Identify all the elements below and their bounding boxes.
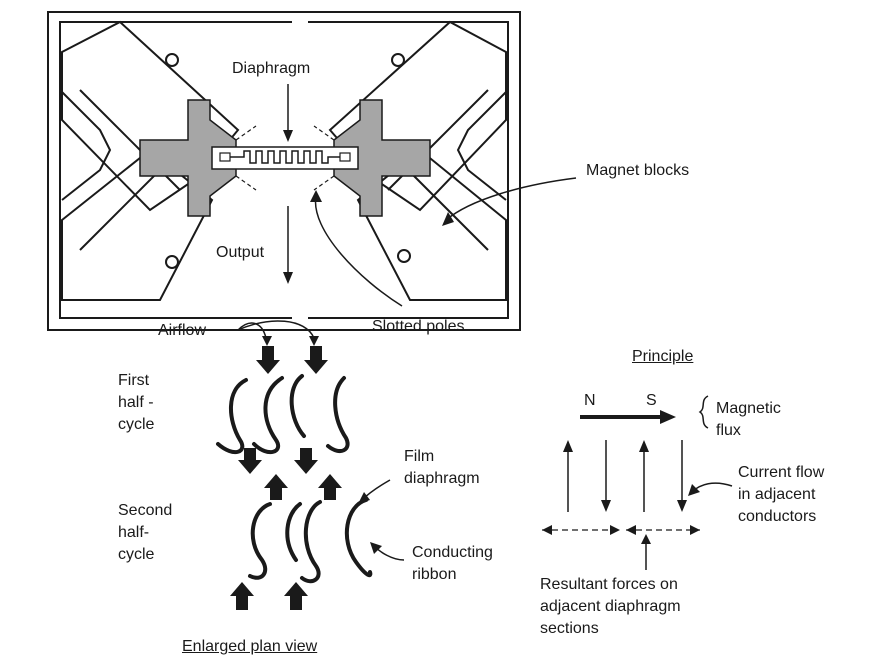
resultant-forces-line-1: Resultant forces on bbox=[540, 576, 678, 593]
conducting-ribbon-line-1: Conducting bbox=[412, 544, 493, 561]
resultant-forces-line-3: sections bbox=[540, 620, 599, 637]
label-airflow: Airflow bbox=[158, 322, 207, 339]
first-half-cycle-line-3: cycle bbox=[118, 416, 155, 433]
microphone-housing bbox=[47, 11, 521, 331]
first-half-cycle-line-2: half - bbox=[118, 394, 154, 411]
label-north-pole: N bbox=[584, 392, 596, 409]
film-diaphragm-line-2: diaphragm bbox=[404, 470, 480, 487]
label-output: Output bbox=[216, 244, 265, 261]
block-arrows-up-mid bbox=[264, 474, 342, 500]
resultant-forces-line-2: adjacent diaphragm bbox=[540, 598, 681, 615]
current-flow-line-2: in adjacent bbox=[738, 486, 816, 503]
label-principle: Principle bbox=[632, 348, 694, 365]
airflow-pointer bbox=[237, 320, 319, 346]
second-half-cycle-line-2: half- bbox=[118, 524, 150, 541]
current-flow-line-3: conductors bbox=[738, 508, 817, 525]
second-half-cycle-ribbons bbox=[248, 498, 373, 584]
block-arrows-down-mid bbox=[238, 448, 318, 474]
top-pointer-arrows bbox=[283, 84, 577, 307]
magnetic-flux-line-1: Magnetic bbox=[716, 400, 781, 417]
plan-view-pointers bbox=[358, 479, 405, 561]
second-half-cycle-line-3: cycle bbox=[118, 546, 155, 563]
first-half-cycle-ribbons bbox=[216, 374, 350, 455]
slotted-pole-pieces bbox=[139, 99, 431, 217]
block-arrows-down-top bbox=[256, 346, 328, 374]
label-diaphragm: Diaphragm bbox=[232, 60, 311, 77]
flux-arrow bbox=[580, 395, 709, 429]
label-enlarged-plan-view: Enlarged plan view bbox=[182, 638, 318, 655]
label-slotted-poles: Slotted poles bbox=[372, 318, 465, 335]
film-diaphragm-line-1: Film bbox=[404, 448, 435, 465]
first-half-cycle-line-1: First bbox=[118, 372, 150, 389]
magnetic-flux-line-2: flux bbox=[716, 422, 741, 439]
conducting-ribbon-line-2: ribbon bbox=[412, 566, 457, 583]
current-flow-line-1: Current flow bbox=[738, 464, 825, 481]
block-arrows-up-bottom bbox=[230, 582, 308, 610]
force-arrows bbox=[542, 525, 700, 570]
label-south-pole: S bbox=[646, 392, 657, 409]
second-half-cycle-line-1: Second bbox=[118, 502, 173, 519]
label-magnet-blocks: Magnet blocks bbox=[586, 162, 690, 179]
diaphragm-ribbon bbox=[211, 146, 359, 170]
current-flow-arrows bbox=[563, 440, 733, 512]
